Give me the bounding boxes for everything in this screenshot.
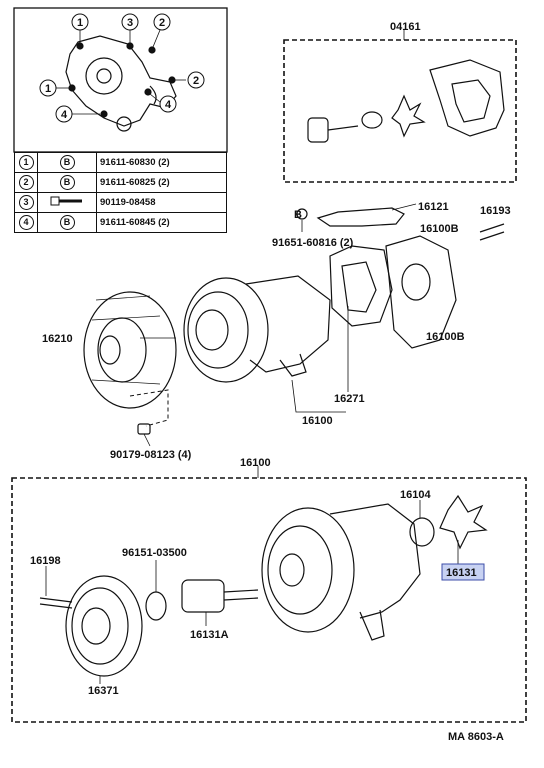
diagram-reference-code: MA 8603-A (448, 731, 504, 743)
part-number: 90119-08458 (96, 192, 227, 213)
part-label: 16210 (42, 333, 73, 345)
part-label: 16100B (420, 223, 459, 235)
table-row: 3 90119-08458 (14, 192, 227, 213)
svg-text:2: 2 (159, 17, 165, 29)
part-label: 91651-60816 (2) (272, 237, 354, 249)
svg-text:1: 1 (45, 83, 51, 95)
svg-text:4: 4 (165, 99, 172, 111)
svg-text:3: 3 (127, 17, 133, 29)
callout-circle: 2 (187, 71, 205, 89)
part-label: 04161 (390, 21, 421, 33)
bolt-type: B (37, 172, 97, 193)
part-label: 16371 (88, 685, 119, 697)
bolt-mark: B (294, 209, 302, 221)
pump-subassembly-box (11, 466, 527, 723)
callout-circle: 4 (159, 95, 177, 113)
highlighted-part-box (441, 563, 485, 581)
part-label: 16193 (480, 205, 511, 217)
row-number: 2 (14, 172, 38, 193)
callout-circle: 3 (121, 13, 139, 31)
part-label: 16100 (302, 415, 333, 427)
inset-callouts: 1 3 2 1 2 4 4 (39, 13, 205, 123)
table-row: 2 B 91611-60825 (2) (14, 172, 227, 193)
callout-circle: 4 (55, 105, 73, 123)
pump-assembly-top (83, 203, 505, 447)
part-label: 90179-08123 (4) (110, 449, 192, 461)
part-number: 91611-60830 (2) (96, 152, 227, 173)
svg-text:1: 1 (77, 17, 83, 29)
row-number: 3 (14, 192, 38, 213)
part-label: 16271 (334, 393, 365, 405)
part-label: 16131A (190, 629, 229, 641)
part-number: 91611-60845 (2) (96, 212, 227, 233)
part-label: 16100B (426, 331, 465, 343)
part-label: 16198 (30, 555, 61, 567)
part-label: 16121 (418, 201, 449, 213)
bolt-type: B (37, 212, 97, 233)
fastener-table: 1 B 91611-60830 (2) 2 B 91611-60825 (2) … (14, 152, 227, 233)
row-number: 1 (14, 152, 38, 173)
row-number: 4 (14, 212, 38, 233)
bolt-icon (37, 192, 97, 213)
svg-text:4: 4 (61, 109, 68, 121)
part-number: 91611-60825 (2) (96, 172, 227, 193)
table-row: 4 B 91611-60845 (2) (14, 212, 227, 233)
svg-text:2: 2 (193, 75, 199, 87)
part-labels: 04161 16121 16193 16100B 16100B B 91651-… (30, 21, 511, 743)
part-label-highlighted: 16131 (446, 567, 477, 579)
table-row: 1 B 91611-60830 (2) (14, 152, 227, 173)
bolt-type: B (37, 152, 97, 173)
gasket-kit-group (283, 30, 517, 183)
callout-circle: 1 (71, 13, 89, 31)
part-label: 16104 (400, 489, 431, 501)
part-label: 16100 (240, 457, 271, 469)
part-label: 96151-03500 (122, 547, 187, 559)
callout-circle: 1 (39, 79, 57, 97)
callout-circle: 2 (153, 13, 171, 31)
